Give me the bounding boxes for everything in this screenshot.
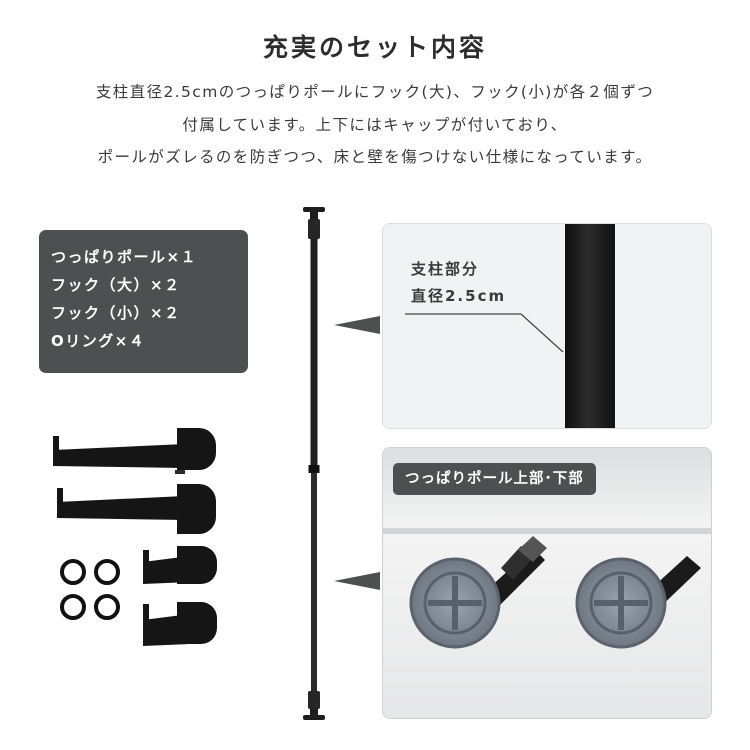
contents-item-large-hook: フック（大）×２ xyxy=(51,276,181,294)
small-hook-icon xyxy=(143,602,217,646)
description-line-2: 付属しています。上下にはキャップが付いており、 xyxy=(182,116,568,134)
pointer-triangle-bottom xyxy=(334,572,380,590)
large-hook-icon xyxy=(53,428,216,474)
small-hook-icon xyxy=(143,546,217,584)
description-line-3: ポールがズレるのを防ぎつつ、床と壁を傷つけない仕様になっています。 xyxy=(97,148,653,166)
pole-closeup-graphic xyxy=(383,224,711,428)
contents-item-pole: つっぱりポール×１ xyxy=(51,248,198,266)
o-ring-icon xyxy=(60,559,120,620)
caps-caption-badge: つっぱりポール上部･下部 xyxy=(393,463,596,495)
contents-item-small-hook: フック（小）×２ xyxy=(51,304,181,322)
section-title: 充実のセット内容 xyxy=(262,33,487,62)
tension-pole-image xyxy=(303,207,325,720)
pole-detail-photo: 支柱部分 直径2.5cm xyxy=(382,223,712,429)
accessories-image xyxy=(53,428,217,646)
pole-caps-graphic xyxy=(383,448,711,718)
large-hook-icon xyxy=(57,484,216,534)
pole-caps-photo: つっぱりポール上部･下部 xyxy=(382,447,712,719)
contents-list-panel: つっぱりポール×１ フック（大）×２ フック（小）×２ Oリング×４ xyxy=(39,230,248,373)
contents-item-o-ring: Oリング×４ xyxy=(51,332,146,350)
description-line-1: 支柱直径2.5cmのつっぱりポールにフック(大)、フック(小)が各２個ずつ xyxy=(95,83,655,101)
pole-caption-diameter: 直径2.5cm xyxy=(411,287,507,305)
pointer-triangle-top xyxy=(334,316,380,334)
pole-caption-title: 支柱部分 xyxy=(411,260,480,278)
